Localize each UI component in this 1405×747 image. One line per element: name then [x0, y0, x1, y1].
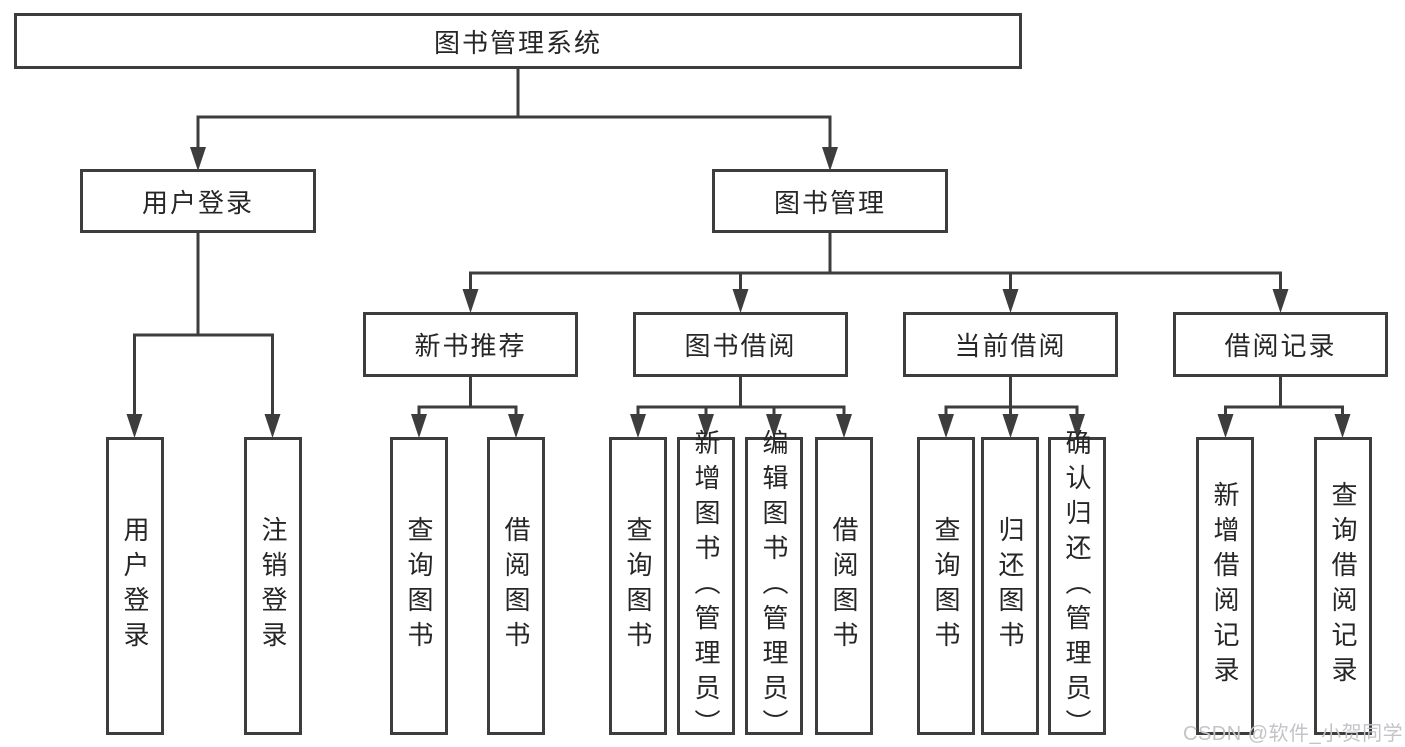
connector-borrow-records-children	[1217, 377, 1351, 438]
leaf-borrow-books: 借阅图书	[815, 437, 873, 735]
connector-root-to-level1	[190, 68, 838, 171]
connector-user-login-children	[126, 233, 281, 438]
leaf-label: 确认归还（管理员）	[1062, 428, 1092, 744]
connector-book-management-groups	[462, 233, 1289, 313]
leaf-label: 编辑图书（管理员）	[759, 428, 789, 744]
arrowhead-down-icon	[1002, 414, 1019, 438]
arrowhead-down-icon	[126, 414, 143, 438]
node-label: 图书管理	[773, 187, 886, 218]
node-label: 当前借阅	[954, 331, 1067, 361]
node-new-book-recommend: 新书推荐	[363, 312, 578, 377]
leaf-label: 归还图书	[995, 516, 1025, 656]
leaf-query-books-recommend: 查询图书	[390, 437, 448, 735]
node-current-borrow: 当前借阅	[903, 312, 1118, 377]
node-label: 用户登录	[141, 187, 254, 218]
arrowhead-down-icon	[508, 414, 524, 438]
leaf-label: 用户登录	[120, 516, 150, 656]
node-book-management: 图书管理	[712, 169, 948, 233]
arrowhead-down-icon	[698, 414, 714, 438]
node-label: 图书管理系统	[433, 27, 602, 58]
arrowhead-down-icon	[462, 289, 479, 313]
arrowhead-down-icon	[938, 414, 954, 438]
leaf-label: 新增图书（管理员）	[691, 428, 721, 744]
leaf-label: 查询图书	[931, 516, 961, 656]
connector-book-borrow-children	[630, 377, 852, 438]
arrowhead-down-icon	[411, 414, 427, 438]
leaf-label: 新增借阅记录	[1210, 481, 1240, 691]
csdn-watermark: CSDN @软件_小贺同学	[1183, 723, 1404, 745]
node-label: 图书借阅	[684, 331, 797, 361]
arrowhead-down-icon	[822, 147, 838, 171]
leaf-logout: 注销登录	[244, 437, 302, 735]
leaf-label: 查询图书	[623, 516, 653, 656]
leaf-user-login: 用户登录	[106, 437, 164, 735]
leaf-label: 查询图书	[404, 516, 434, 656]
node-book-borrow: 图书借阅	[633, 312, 848, 377]
leaf-query-borrow-record: 查询借阅记录	[1314, 437, 1372, 735]
arrowhead-down-icon	[732, 289, 749, 313]
leaf-confirm-return-admin: 确认归还（管理员）	[1048, 429, 1106, 744]
leaf-label: 注销登录	[258, 516, 288, 656]
leaf-query-books-current: 查询图书	[917, 437, 975, 735]
node-user-login: 用户登录	[80, 169, 316, 233]
arrowhead-down-icon	[630, 414, 646, 438]
arrowhead-down-icon	[836, 414, 852, 438]
arrowhead-down-icon	[264, 414, 281, 438]
arrowhead-down-icon	[1069, 414, 1085, 438]
leaf-label: 查询借阅记录	[1328, 481, 1358, 691]
leaf-edit-books-admin: 编辑图书（管理员）	[745, 429, 803, 744]
leaf-borrow-books-recommend: 借阅图书	[487, 437, 545, 735]
leaf-label: 借阅图书	[829, 516, 859, 656]
arrowhead-down-icon	[190, 147, 206, 171]
node-label: 新书推荐	[414, 331, 527, 361]
connector-new-book-recommend-children	[411, 377, 524, 438]
leaf-add-books-admin: 新增图书（管理员）	[677, 429, 735, 744]
leaf-return-books: 归还图书	[981, 437, 1039, 735]
leaf-query-books: 查询图书	[609, 437, 667, 735]
node-label: 借阅记录	[1224, 331, 1337, 361]
arrowhead-down-icon	[766, 414, 782, 438]
leaf-add-borrow-record: 新增借阅记录	[1196, 437, 1254, 735]
connector-current-borrow-children	[938, 377, 1085, 438]
arrowhead-down-icon	[1217, 414, 1234, 438]
arrowhead-down-icon	[1272, 289, 1289, 313]
node-library-management-system: 图书管理系统	[14, 13, 1022, 69]
arrowhead-down-icon	[1334, 414, 1351, 438]
leaf-label: 借阅图书	[501, 516, 531, 656]
node-borrow-records: 借阅记录	[1173, 312, 1388, 377]
arrowhead-down-icon	[1002, 289, 1019, 313]
